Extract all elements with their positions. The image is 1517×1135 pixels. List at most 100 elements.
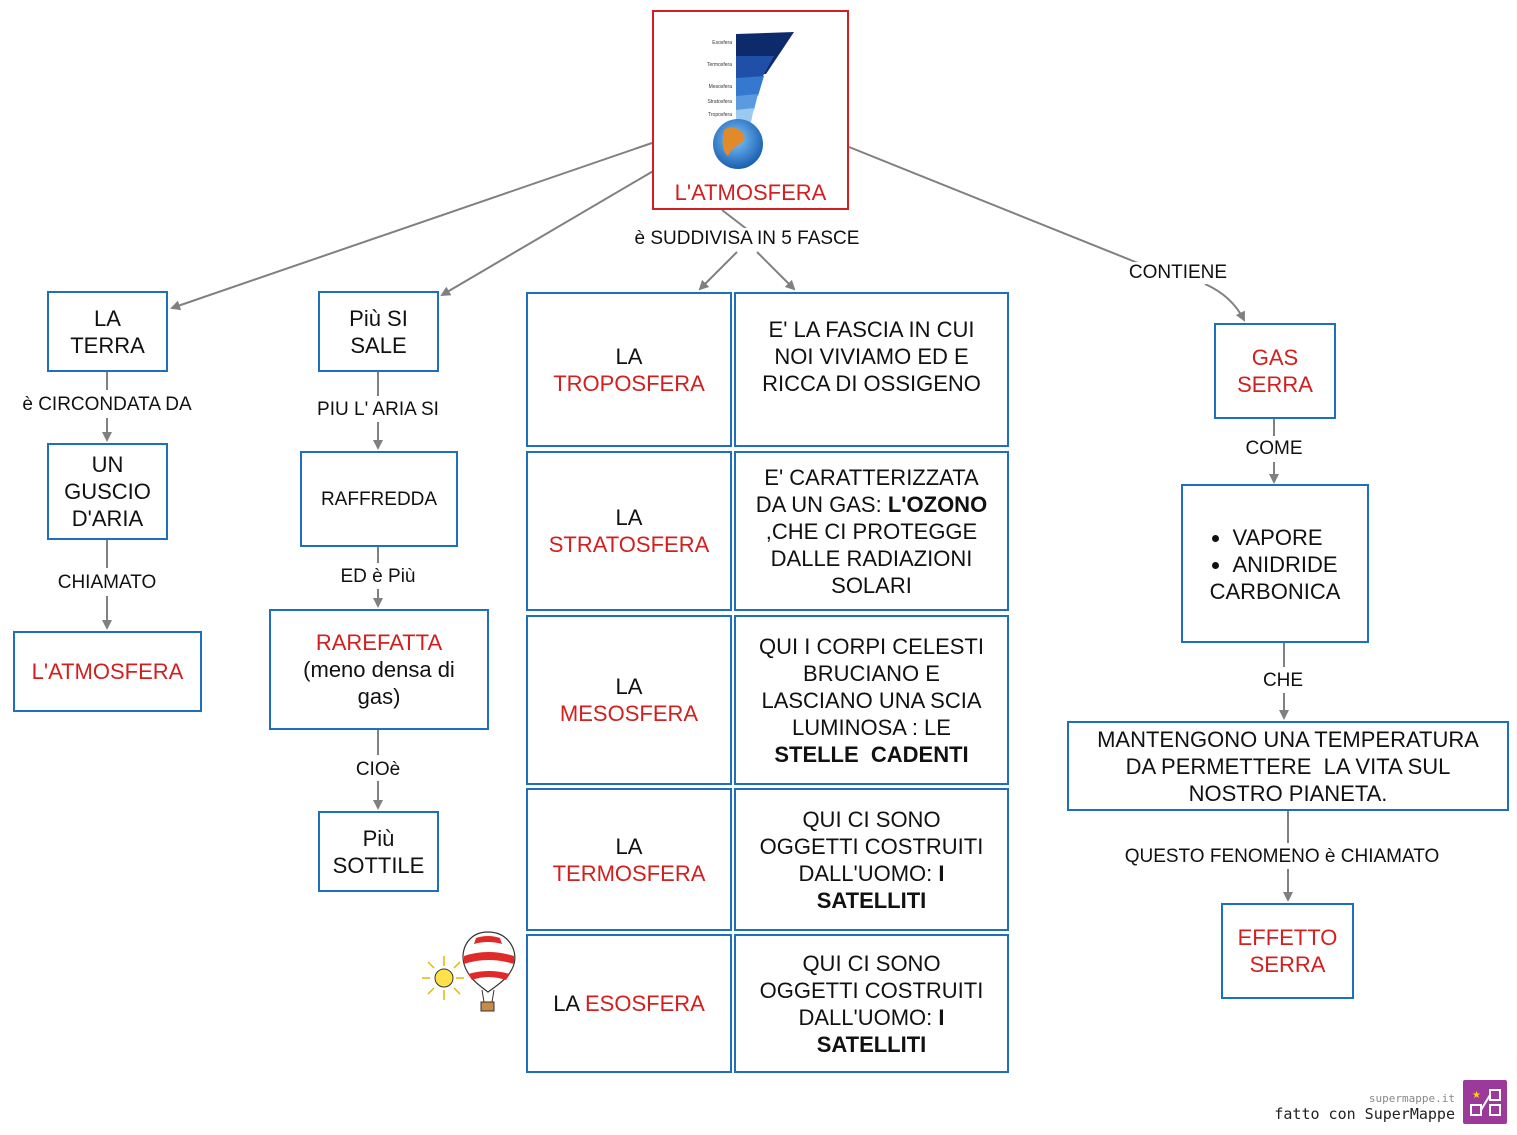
desc-bold: I [938,860,945,886]
node-piu-sottile[interactable]: Più SOTTILE [318,811,439,892]
layer-name-mesosfera[interactable]: LA MESOSFERA [526,615,732,785]
layer-desc-esosfera[interactable]: QUI CI SONO OGGETTI COSTRUITI DALL'UOMO:… [734,934,1009,1073]
layer-name-termosfera[interactable]: LA TERMOSFERA [526,788,732,931]
node-effetto-serra[interactable]: EFFETTO SERRA [1221,903,1354,999]
layer-name: ESOSFERA [585,991,705,1016]
node-gas-serra[interactable]: GAS SERRA [1214,323,1336,419]
desc-text: LASCIANO UNA SCIA [761,687,982,713]
connector [848,146,1139,264]
layer-band-termosfera [736,56,774,82]
node-text: TERRA [70,332,145,358]
list-item-cont: CARBONICA [1209,579,1341,604]
link-label: è CIRCONDATA DA [19,394,195,416]
link-label: COME [1242,438,1306,460]
node-text: L'ATMOSFERA [31,659,184,684]
layer-label: Esosfera [712,40,732,46]
node-text: MANTENGONO UNA TEMPERATURA [1097,726,1479,752]
desc-text: OGGETTI COSTRUITI [759,833,984,859]
node-guscio-aria[interactable]: UN GUSCIO D'ARIA [47,443,168,540]
layer-desc-termosfera[interactable]: QUI CI SONO OGGETTI COSTRUITI DALL'UOMO:… [734,788,1009,931]
node-text: UN [91,452,124,477]
layer-name-esosfera[interactable]: LA ESOSFERA [526,934,732,1073]
layer-desc-mesosfera[interactable]: QUI I CORPI CELESTI BRUCIANO E LASCIANO … [734,615,1009,785]
desc-line: DA UN GAS: L'OZONO [756,491,987,518]
desc-line: DALL'UOMO: I [798,860,944,887]
node-text: GUSCIO [64,479,151,504]
desc-text: OGGETTI COSTRUITI [759,977,984,1003]
layer-prefix: LA [553,991,585,1016]
link-label: CHIAMATO [54,572,160,594]
supermappe-logo-icon[interactable]: ★ [1463,1080,1507,1124]
credit: supermappe.it fatto con SuperMappe [1274,1092,1455,1123]
desc-text: SOLARI [831,572,912,598]
layer-name: MESOSFERA [559,701,699,726]
layer-desc-stratosfera[interactable]: E' CARATTERIZZATA DA UN GAS: L'OZONO ,CH… [734,451,1009,611]
layer-label: Troposfera [708,112,732,118]
layer-band-mesosfera [736,76,764,100]
link-label: QUESTO FENOMENO è CHIAMATO [1121,846,1443,868]
desc-text: LUMINOSA : LE [792,714,951,740]
credit-site: supermappe.it [1368,1092,1455,1105]
desc-text: QUI I CORPI CELESTI [759,633,984,659]
layer-name: TROPOSFERA [553,370,705,396]
desc-text: QUI CI SONO [802,950,941,976]
desc-text: QUI CI SONO [802,806,941,832]
link-label: CIOè [352,759,404,781]
link-label: CONTIENE [1125,262,1231,284]
root-title: L'ATMOSFERA [674,180,827,205]
desc-text: RICCA DI OSSIGENO [762,371,981,396]
node-la-terra[interactable]: LA TERRA [47,291,168,372]
node-text: SOTTILE [332,852,425,878]
node-text: DA PERMETTERE LA VITA SUL [1125,753,1451,779]
node-text: Più [362,825,395,851]
layer-label: Termosfera [707,62,732,68]
node-text: SERRA [1237,372,1313,397]
link-label: PIU L' ARIA SI [314,399,442,421]
desc-bold: I [938,1004,945,1030]
layer-name: STRATOSFERA [548,532,710,557]
node-text: Più SI [349,305,408,331]
node-text: RAFFREDDA [320,488,438,510]
node-mantengono[interactable]: MANTENGONO UNA TEMPERATURA DA PERMETTERE… [1067,721,1509,811]
layer-prefix: LA [615,343,643,369]
layer-label: Mesosfera [709,84,733,90]
node-text: D'ARIA [71,506,144,531]
link-label-suddivisa: è SUDDIVISA IN 5 FASCE [631,228,863,250]
node-piu-si-sale[interactable]: Più SI SALE [318,291,439,372]
connector [756,251,796,291]
desc-text: ,CHE CI PROTEGGE [765,518,978,544]
node-raffredda[interactable]: RAFFREDDA [300,451,458,547]
connector [1204,283,1245,322]
desc-bold: SATELLITI [816,1031,927,1057]
hot-air-balloon-icon [422,931,516,1012]
node-vapore-anidride[interactable]: VAPORE ANIDRIDE CARBONICA [1181,484,1369,643]
desc-text: DALL'UOMO: [798,1004,939,1030]
root-node-atmosfera[interactable]: Esosfera Termosfera Mesosfera Stratosfer… [652,10,849,210]
credit-made-with: fatto con SuperMappe [1274,1105,1455,1123]
desc-text: NOI VIVIAMO ED E [774,344,969,369]
desc-text: BRUCIANO E [803,660,940,686]
node-text: SERRA [1249,952,1326,977]
desc-line: DALL'UOMO: I [798,1004,944,1031]
desc-text: E' CARATTERIZZATA [764,464,979,490]
desc-text: E' LA FASCIA IN CUI [768,317,975,342]
node-text-red: RAREFATTA [315,630,443,655]
atmosphere-layers-illustration: Esosfera Termosfera Mesosfera Stratosfer… [707,32,794,169]
layer-prefix: LA [615,505,643,530]
node-latmosfera[interactable]: L'ATMOSFERA [13,631,202,712]
layer-name-troposfera[interactable]: LA TROPOSFERA [526,292,732,447]
node-text: LA [94,305,121,331]
link-label: ED è Più [337,566,419,588]
layer-desc-troposfera[interactable]: E' LA FASCIA IN CUI NOI VIVIAMO ED E RIC… [734,292,1009,447]
node-rarefatta[interactable]: RAREFATTA (meno densa di gas) [269,609,489,730]
desc-text: DALL'UOMO: [798,860,939,886]
node-text: gas) [357,684,401,709]
layer-label: Stratosfera [708,99,733,105]
node-text: EFFETTO [1237,925,1338,950]
layer-name-stratosfera[interactable]: LA STRATOSFERA [526,451,732,611]
connector [170,142,653,311]
connector [721,209,749,231]
desc-bold: STELLE CADENTI [774,741,969,767]
list-item: VAPORE [1232,524,1337,551]
layer-prefix: LA [615,674,643,699]
